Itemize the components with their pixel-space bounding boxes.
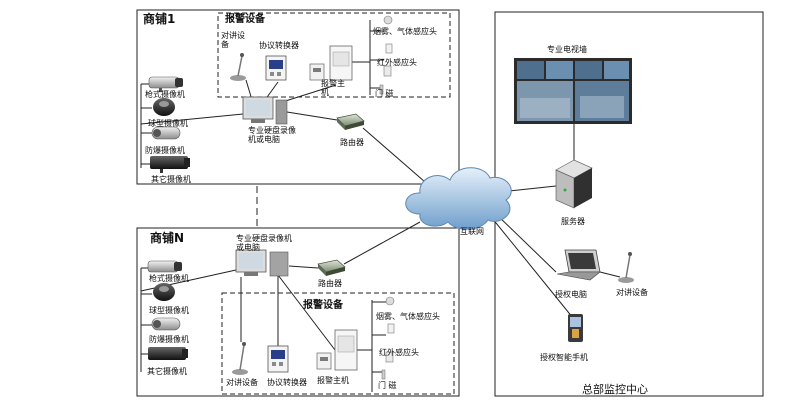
shop1-camera-label-2: 球型摄像机 [148,119,188,128]
shop1-dvr-monitor-icon [242,96,288,125]
smartphone-label: 授权智能手机 [540,353,588,362]
shopN-camera-label-4: 其它摄像机 [147,367,187,376]
shop1-router-label: 路由器 [340,138,364,147]
internet-label: 互联网 [460,227,484,236]
shopN-alarm-box [221,292,455,395]
shop1-infrared-sensor-label: 红外感应头 [377,58,417,67]
shop1-title: 商铺1 [143,12,176,26]
server-label: 服务器 [561,217,585,226]
shopN-other-camera-icon [148,347,188,360]
shop1-door-magnet-label: 门 磁 [375,89,394,98]
shopN-alarm-host-box-icon [334,329,358,371]
shopN-intercom-label: 对讲设备 [226,378,258,387]
shop1-camera-label-4: 其它摄像机 [151,175,191,184]
shopN-alarm-host-label: 报警主机 [317,376,349,385]
hq-intercom-icon [618,252,634,283]
shop1-protocol-converter-label: 协议转换器 [259,41,299,50]
shop1-gas-sensor-icon [385,43,393,54]
laptop-icon [556,249,601,281]
hq-intercom-label: 对讲设备 [616,288,648,297]
shop1-intercom-icon [230,53,246,81]
shop1-intercom-label: 对讲设备 [221,31,245,49]
shopN-dome-camera-icon [153,283,175,301]
shop1-alarm-box [217,12,451,98]
shopN-router-icon [317,259,346,276]
shopN-dvr-monitor-icon [235,249,289,277]
shop1-dome-camera-icon [153,98,175,116]
server-icon [555,159,593,209]
shopN-smoke-sensor-icon [385,296,395,306]
shopN-title: 商铺N [150,231,185,245]
shopN-protocol-converter-icon [267,345,289,373]
shop1-camera-label-3: 防爆摄像机 [145,146,185,155]
shop1-camera-label-1: 枪式摄像机 [145,90,185,99]
shopN-protocol-converter-label: 协议转换器 [267,378,307,387]
shopN-explosion-proof-camera-icon [151,317,181,331]
shopN-camera-label-1: 枪式摄像机 [149,274,189,283]
shop1-router-icon [336,113,365,130]
shopN-infrared-sensor-label: 红外感应头 [379,348,419,357]
authorized-pc-label: 授权电脑 [555,290,587,299]
shop1-infrared-sensor-icon [383,65,392,77]
smartphone-icon [568,314,583,342]
internet-cloud-icon [405,167,512,230]
shop1-box [136,9,460,185]
shopN-alarm-host-icon [316,352,332,370]
shop1-protocol-converter-icon [265,55,287,81]
shopN-dvr-label: 专业硬盘录像机或电脑 [236,234,292,252]
shop1-alarm-host-box-icon [329,45,353,81]
shopN-camera-label-3: 防爆摄像机 [149,335,189,344]
shopN-router-label: 路由器 [318,279,342,288]
shopN-camera-label-2: 球型摄像机 [149,306,189,315]
shopN-box [136,227,460,397]
shop1-explosion-proof-camera-icon [151,126,181,140]
shop1-other-camera-icon [150,156,190,173]
shop1-alarm-host-label: 报警主机 [321,79,345,97]
shop1-smoke-sensor-icon [383,15,393,25]
shopN-wires [140,221,421,392]
shop1-gun-camera-icon [148,76,183,92]
shopN-infrared-sensor-icon [385,351,394,363]
hq-wires [491,124,621,319]
shopN-smoke-gas-sensor-label: 烟雾、气体感应头 [376,312,440,321]
shop1-alarm-box-title: 报警设备 [225,14,265,25]
shopN-intercom-icon [232,342,248,375]
shop1-dvr-label: 专业硬盘录像机或电脑 [248,126,296,144]
shopN-door-magnet-label: 门 磁 [378,381,397,390]
shopN-gun-camera-icon [147,260,182,273]
tv-wall-icon [514,58,632,124]
shop1-alarm-host-icon [309,63,325,81]
shop1-smoke-gas-sensor-label: 烟雾、气体感应头 [373,27,437,36]
tv-wall-label: 专业电视墙 [547,45,587,54]
shopN-door-magnet-icon [381,369,386,380]
shop1-door-magnet-icon [379,84,384,95]
hq-title: 总部监控中心 [582,383,648,396]
shopN-gas-sensor-icon [387,323,395,334]
shopN-alarm-box-title: 报警设备 [303,300,343,311]
